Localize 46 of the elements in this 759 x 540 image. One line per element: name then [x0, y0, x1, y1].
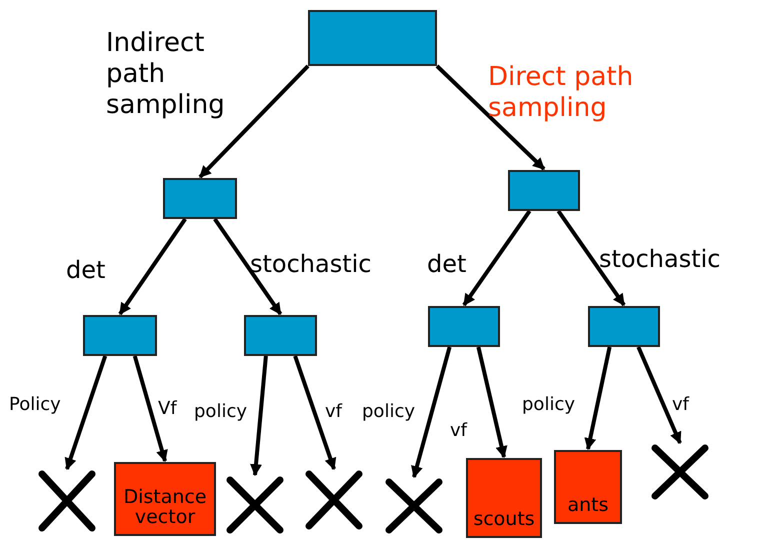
- arrow: [476, 346, 508, 458]
- arrow: [556, 210, 626, 306]
- leaf-box: [114, 462, 216, 536]
- tree-node-box: [244, 315, 317, 356]
- arrow: [293, 355, 336, 470]
- node-label: Distance vector: [122, 488, 208, 528]
- arrow: [636, 346, 682, 444]
- tree-node-box: [163, 178, 237, 219]
- cross-mark: [651, 444, 709, 500]
- node-label: ants: [567, 496, 609, 516]
- arrow: [132, 355, 168, 462]
- cross-mark: [385, 478, 443, 534]
- cross-mark: [226, 476, 284, 534]
- node-label: scouts: [473, 510, 535, 530]
- arrow: [436, 64, 546, 170]
- edge-label: stochastic: [250, 250, 372, 279]
- edge-label: policy: [362, 401, 416, 423]
- arrow: [213, 218, 282, 316]
- tree-node-box: [508, 170, 580, 211]
- leaf-box: [466, 458, 542, 538]
- edge-label: Indirect path sampling: [106, 28, 226, 122]
- edge-label: policy: [194, 401, 248, 423]
- arrow: [250, 356, 268, 476]
- edge-label: det: [427, 250, 468, 279]
- edge-label: det: [66, 256, 106, 285]
- arrow: [118, 218, 187, 316]
- cross-mark: [38, 470, 96, 532]
- edge-label: policy: [522, 394, 576, 416]
- edge-label: Policy: [9, 394, 62, 416]
- tree-node-box: [588, 306, 660, 347]
- edge-label: vf: [672, 394, 690, 416]
- arrow: [584, 346, 612, 450]
- edge-label: Direct path sampling: [488, 62, 634, 124]
- edge-label: vf: [450, 420, 468, 442]
- tree-node-box: [308, 10, 437, 66]
- edge-label: vf: [325, 401, 344, 423]
- arrow: [64, 355, 108, 470]
- tree-node-box: [428, 306, 500, 347]
- arrow: [411, 346, 452, 478]
- tree-node-box: [83, 315, 157, 356]
- arrow: [462, 210, 532, 306]
- cross-mark: [305, 470, 363, 530]
- edge-label: stochastic: [599, 245, 722, 274]
- leaf-box: [554, 450, 622, 524]
- arrow: [198, 64, 310, 178]
- edge-label: Vf: [158, 398, 178, 420]
